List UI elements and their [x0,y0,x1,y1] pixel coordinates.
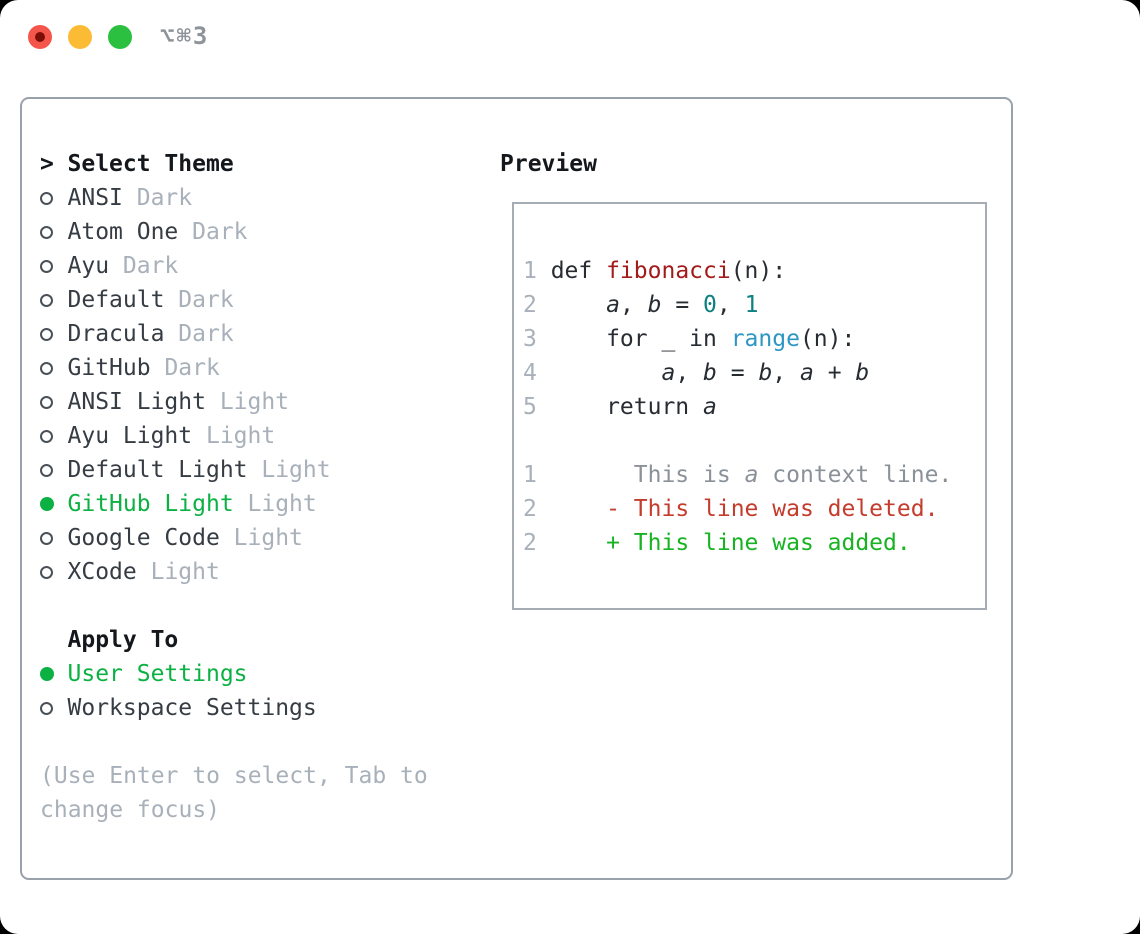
theme-option-github-light[interactable]: GitHub Light Light [40,487,428,521]
radio-icon [40,259,53,273]
help-text-line2: change focus) [40,797,221,823]
apply-to-header: Apply To [67,627,179,653]
theme-option-default-light[interactable]: Default Light Light [40,453,428,487]
radio-icon [40,395,53,409]
minimize-button[interactable] [68,25,92,49]
window-title: ⌥⌘3 [160,22,210,50]
unsaved-dot-icon [35,32,45,42]
radio-icon [40,531,53,545]
radio-icon [40,327,53,341]
radio-icon [40,701,53,715]
radio-selected-icon [40,497,54,511]
diff-context-line: 1 This is a context line. [523,462,953,488]
code-line: 4 a, b = b, a + b [523,360,870,386]
radio-icon [40,429,53,443]
theme-option-default-dark[interactable]: Default Dark [40,283,428,317]
theme-option-xcode[interactable]: XCode Light [40,555,428,589]
theme-option-google-code[interactable]: Google Code Light [40,521,428,555]
radio-icon [40,565,53,579]
theme-list-title: Select Theme [67,151,234,177]
theme-option-dracula-dark[interactable]: Dracula Dark [40,317,428,351]
diff-added-line: 2 + This line was added. [523,530,911,556]
theme-option-ansi-light[interactable]: ANSI Light Light [40,385,428,419]
apply-option-workspace-settings[interactable]: Workspace Settings [40,691,428,725]
theme-option-atom-one-dark[interactable]: Atom One Dark [40,215,428,249]
code-line: 3 for _ in range(n): [523,326,856,352]
code-line: 2 a, b = 0, 1 [523,292,759,318]
radio-icon [40,225,53,239]
radio-icon [40,361,53,375]
help-text-line1: (Use Enter to select, Tab to [40,763,428,789]
code-line: 5 return a [523,394,717,420]
preview-title: Preview [500,151,597,177]
title-bar: ⌥⌘3 [0,0,1140,74]
radio-selected-icon [40,667,54,681]
zoom-button[interactable] [108,25,132,49]
theme-picker-panel: > Select Theme ANSI Dark Atom One Dark A… [20,97,1013,880]
theme-option-ayu-dark[interactable]: Ayu Dark [40,249,428,283]
radio-icon [40,293,53,307]
prompt-icon: > [40,151,54,177]
theme-option-github-dark[interactable]: GitHub Dark [40,351,428,385]
theme-list: > Select Theme ANSI Dark Atom One Dark A… [40,147,428,827]
theme-option-ansi-dark[interactable]: ANSI Dark [40,181,428,215]
blank-line [523,424,985,458]
theme-option-ayu-light[interactable]: Ayu Light Light [40,419,428,453]
apply-option-user-settings[interactable]: User Settings [40,657,428,691]
close-button[interactable] [28,25,52,49]
radio-icon [40,463,53,477]
diff-deleted-line: 2 - This line was deleted. [523,496,939,522]
theme-list-header: > Select Theme [40,147,428,181]
radio-icon [40,191,53,205]
